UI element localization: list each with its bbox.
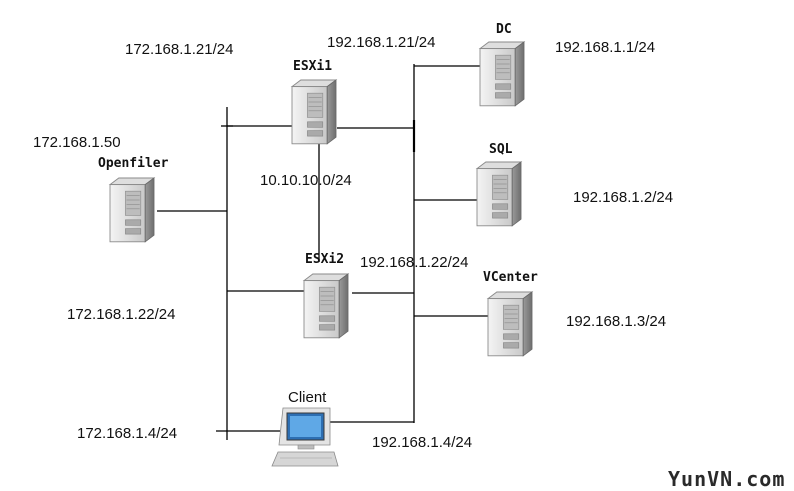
ip-esxi2-right: 192.168.1.22/24	[360, 254, 468, 271]
esxi1-label: ESXi1	[293, 59, 332, 74]
ip-client-right: 192.168.1.4/24	[372, 434, 472, 451]
ip-esxi1-right: 192.168.1.21/24	[327, 34, 435, 51]
client-label: Client	[288, 389, 327, 406]
ip-vmotion: 10.10.10.0/24	[260, 172, 352, 189]
ip-openfiler: 172.168.1.50	[33, 134, 121, 151]
esxi2-label: ESXi2	[305, 252, 344, 267]
sql-server-icon	[476, 161, 522, 227]
ip-left-top: 172.168.1.21/24	[125, 41, 233, 58]
sql-label: SQL	[489, 142, 513, 157]
openfiler-server-icon	[109, 177, 155, 243]
watermark: YunVN.com	[668, 467, 785, 491]
vcenter-server-icon	[487, 291, 533, 357]
dc-label: DC	[496, 22, 512, 37]
ip-left-esxi2: 172.168.1.22/24	[67, 306, 175, 323]
network-links	[157, 64, 488, 440]
vcenter-label: VCenter	[483, 270, 538, 285]
openfiler-label: Openfiler	[98, 156, 169, 171]
client-computer-icon	[271, 407, 339, 467]
ip-sql: 192.168.1.2/24	[573, 189, 673, 206]
ip-client-left: 172.168.1.4/24	[77, 425, 177, 442]
esxi1-server-icon	[291, 79, 337, 145]
dc-server-icon	[479, 41, 525, 107]
ip-dc: 192.168.1.1/24	[555, 39, 655, 56]
ip-vcenter: 192.168.1.3/24	[566, 313, 666, 330]
esxi2-server-icon	[303, 273, 349, 339]
